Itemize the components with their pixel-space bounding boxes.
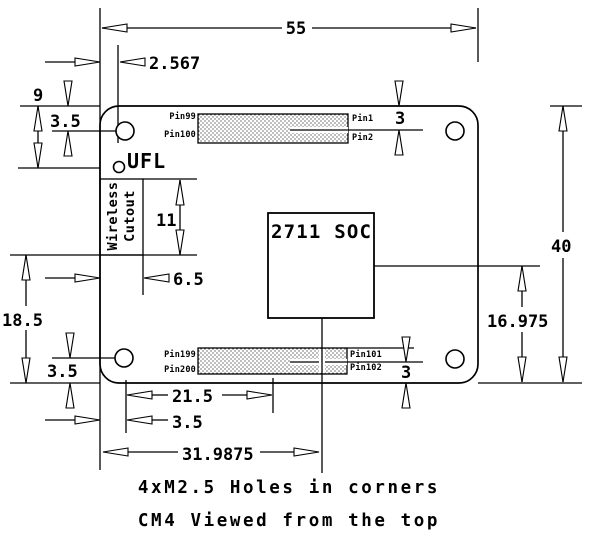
wireless-cutout-label-2: Cutout — [122, 190, 138, 242]
mounting-holes — [114, 121, 465, 369]
dim-hole-from-left-edge-value: 3.5 — [172, 413, 203, 433]
dim-cutout-to-bottom-value: 18.5 — [2, 311, 43, 331]
pin-label-1: Pin1 — [352, 113, 373, 124]
dim-cutout-to-bottom: 18.5 — [2, 254, 43, 384]
dim-overall-height: 40 — [551, 105, 571, 383]
dim-cutout-height-value: 11 — [156, 211, 176, 231]
pin-label-102: Pin102 — [350, 362, 382, 373]
dim-pin-row-bottom: 3 — [401, 336, 411, 409]
wireless-cutout — [99, 178, 144, 256]
wireless-cutout-label-1: Wireless — [105, 181, 121, 250]
pin-label-101: Pin101 — [350, 349, 382, 360]
dim-hole-from-left-edge: 3.5 — [45, 413, 203, 433]
dim-cutout-height: 11 — [156, 179, 185, 256]
dim-hole-offset-top: 3.5 — [50, 80, 81, 157]
soc-label: 2711 SOC — [271, 221, 372, 243]
dim-ufl-from-top: 9 — [33, 86, 43, 169]
hole-bottom-left — [114, 348, 134, 368]
dim-connector-from-hole: 21.5 — [126, 387, 273, 407]
dim-overall-width-value: 55 — [286, 19, 306, 39]
dim-ufl-from-top-value: 9 — [33, 86, 43, 106]
dim-cutout-width-value: 6.5 — [173, 270, 204, 290]
caption-line-1: 4xM2.5 Holes in corners — [138, 478, 440, 498]
dim-pin-column-offset: 2.567 — [45, 54, 200, 74]
pin-labels: Pin99 Pin100 Pin1 Pin2 Pin199 Pin200 Pin… — [164, 111, 382, 375]
dim-hole-offset-top-value: 3.5 — [50, 112, 81, 132]
dim-hole-offset-bottom: 3.5 — [47, 332, 78, 409]
pin-label-199: Pin199 — [164, 349, 196, 360]
dim-overall-height-value: 40 — [551, 237, 571, 257]
dim-pin-row-top: 3 — [394, 80, 405, 156]
pin-label-99: Pin99 — [169, 111, 196, 122]
hole-top-right — [445, 121, 465, 141]
pin-label-2: Pin2 — [352, 132, 373, 143]
hole-bottom-right — [445, 349, 465, 369]
soc-outline — [267, 212, 375, 319]
top-connector — [197, 113, 423, 144]
dim-soc-center-from-left: 31.9875 — [102, 445, 320, 465]
dim-pin-row-top-value: 3 — [395, 109, 405, 129]
pin-label-100: Pin100 — [164, 129, 196, 140]
dim-hole-offset-bottom-value: 3.5 — [47, 362, 78, 382]
caption-line-2: CM4 Viewed from the top — [138, 511, 440, 531]
ufl-connector — [112, 160, 126, 174]
ufl-label: UFL — [127, 149, 166, 173]
dim-connector-from-hole-value: 21.5 — [172, 387, 213, 407]
dim-pin-column-offset-value: 2.567 — [149, 54, 200, 74]
dim-soc-center-from-left-value: 31.9875 — [182, 445, 254, 465]
bottom-connector — [197, 347, 423, 375]
dim-cutout-width: 6.5 — [45, 270, 204, 290]
dim-overall-width: 55 — [101, 19, 477, 39]
hole-top-left — [115, 121, 135, 141]
dim-soc-center-from-bottom: 16.975 — [487, 265, 548, 383]
dim-pin-row-bottom-value: 3 — [401, 363, 411, 383]
dim-soc-center-from-bottom-value: 16.975 — [487, 312, 548, 332]
pin-label-200: Pin200 — [164, 364, 196, 375]
